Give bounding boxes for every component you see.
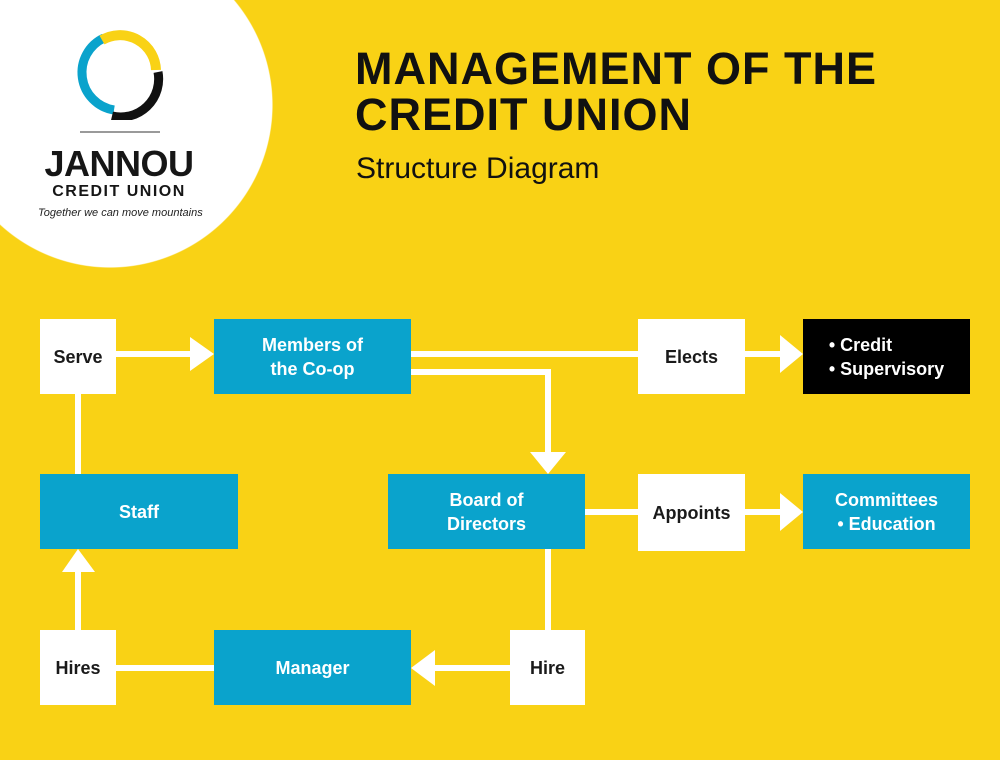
arrowhead-up-icon	[62, 549, 95, 572]
page-subtitle: Structure Diagram	[356, 152, 600, 185]
arrowhead-right-icon	[780, 335, 803, 373]
brand-subtitle: CREDIT UNION	[52, 183, 186, 200]
node-label: Elects	[664, 346, 719, 367]
node-label: Directors	[446, 513, 527, 534]
node-label: the Co-op	[270, 358, 355, 379]
node-label: • Education	[837, 513, 936, 534]
node-label: • Credit	[828, 334, 893, 355]
brand-tagline: Together we can move mountains	[38, 207, 203, 219]
node-label: • Supervisory	[828, 358, 945, 379]
logo-rings-icon	[77, 30, 164, 120]
node-members: Members of the Co-op	[214, 319, 411, 394]
node-board: Board of Directors	[388, 474, 585, 549]
node-label: Serve	[53, 346, 103, 367]
arrowhead-right-icon	[780, 493, 803, 531]
node-hires: Hires	[40, 630, 116, 705]
title-line-2: CREDIT UNION	[355, 89, 692, 140]
node-label: Committees	[834, 489, 939, 510]
node-label: Staff	[119, 501, 159, 522]
node-elected-committees: • Credit • Supervisory	[803, 319, 970, 394]
node-label: Hires	[55, 657, 101, 678]
node-label: Hire	[529, 657, 565, 678]
node-serve: Serve	[40, 319, 116, 394]
connector-members-board	[411, 369, 551, 455]
node-label: Board of	[449, 489, 524, 510]
node-appoints: Appoints	[638, 474, 745, 551]
node-staff: Staff	[40, 474, 238, 549]
logo-divider	[80, 131, 160, 133]
node-elects: Elects	[638, 319, 745, 394]
arrowhead-down-icon	[530, 452, 566, 474]
page-title: MANAGEMENT OF THE CREDIT UNION	[355, 46, 975, 138]
arrowhead-left-icon	[411, 650, 435, 686]
node-label: Manager	[275, 657, 350, 678]
node-label: Members of	[261, 334, 364, 355]
arrowhead-right-icon	[190, 337, 214, 371]
node-manager: Manager	[214, 630, 411, 705]
node-hire: Hire	[510, 630, 585, 705]
brand-name: JANNOU	[44, 143, 194, 184]
node-label: Appoints	[652, 502, 731, 523]
node-committees: Committees • Education	[803, 474, 970, 549]
title-line-1: MANAGEMENT OF THE	[355, 43, 877, 94]
